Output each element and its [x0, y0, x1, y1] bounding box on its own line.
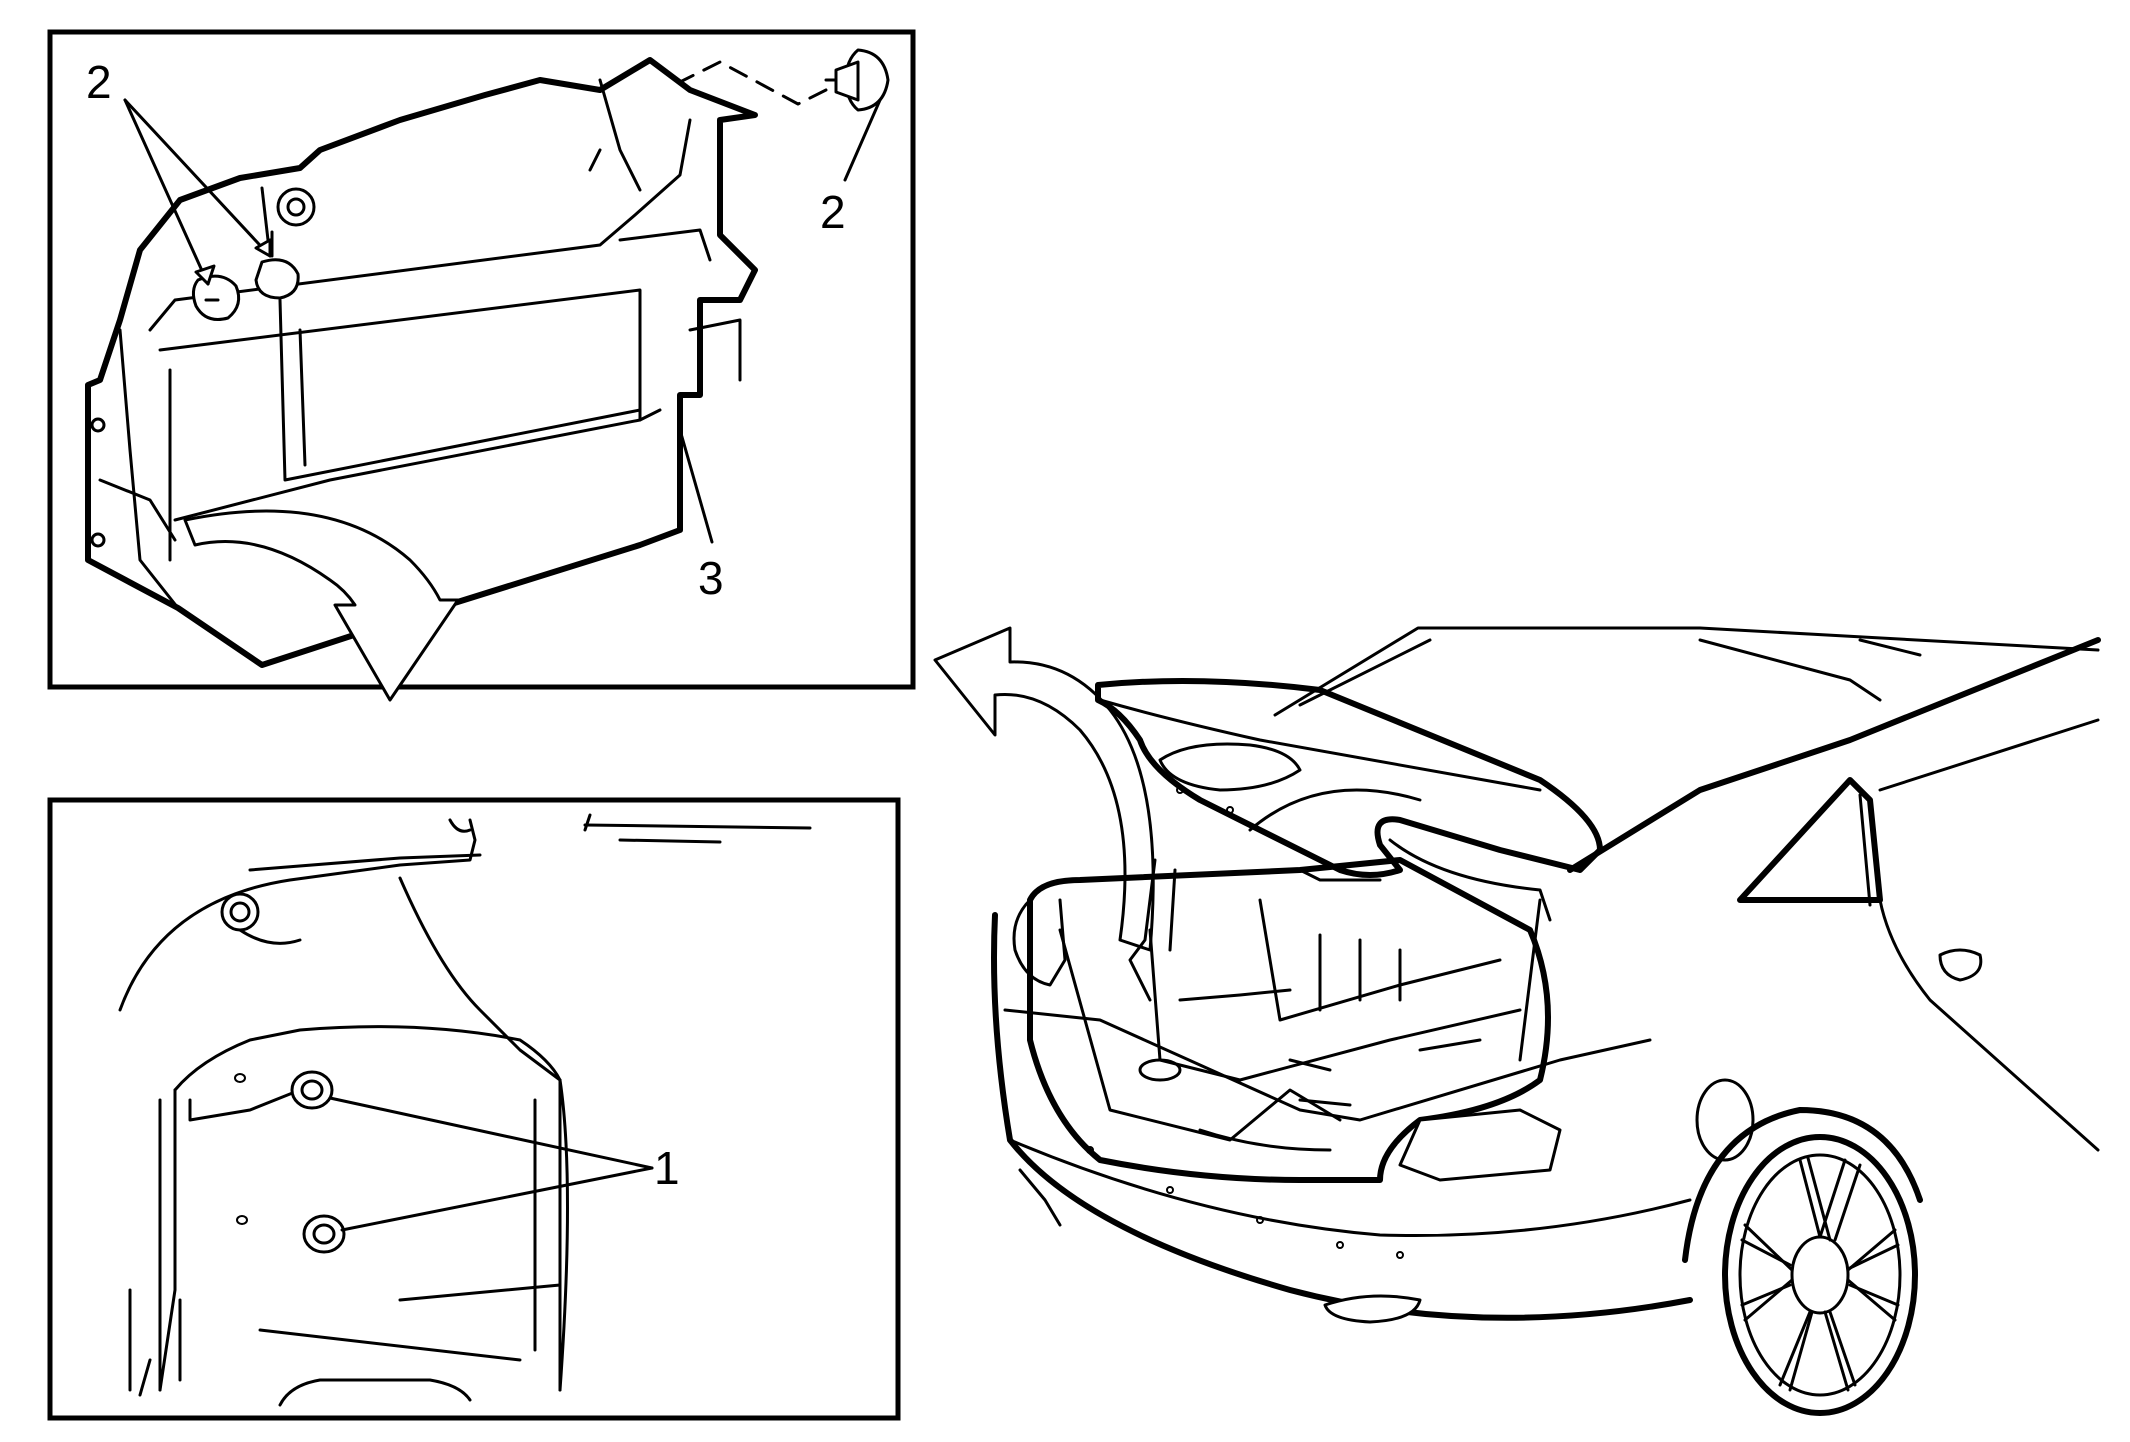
- flow-arrow-down: [183, 509, 460, 702]
- callout-2-right: 2: [820, 186, 846, 238]
- install-path-dashed: [678, 60, 828, 106]
- callout-2-leader-b: [123, 98, 272, 258]
- retainer-inset: 1: [47, 797, 901, 1421]
- trunk-inner-wall: [118, 813, 812, 1407]
- trunk-side-trim-panel: [85, 57, 758, 668]
- rear-wheel: [1682, 1107, 1923, 1416]
- callout-2-right-leader: [843, 98, 882, 182]
- callout-1: 1: [654, 1142, 680, 1194]
- callout-3: 3: [698, 552, 724, 604]
- retainer-inset-frame: [47, 797, 901, 1421]
- callout-1-leader-b: [340, 1166, 654, 1232]
- vehicle-rear-view: [991, 626, 2101, 1416]
- fastener-top-right: [824, 48, 890, 112]
- fastener-left-b: [254, 186, 300, 300]
- callout-3-leader: [678, 428, 714, 544]
- panel-inset: 2 2 3: [47, 29, 916, 690]
- fastener-left-a: [191, 274, 241, 321]
- arrowhead-b: [254, 238, 272, 258]
- callout-2-leader-a: [123, 98, 210, 286]
- flow-arrow-up: [933, 626, 1155, 952]
- callout-1-leader-a: [328, 1096, 654, 1170]
- arrowhead-a: [194, 264, 216, 286]
- retainer-upper: [234, 1070, 334, 1110]
- retainer-lower: [236, 1214, 346, 1254]
- panel-inset-frame: [47, 29, 916, 690]
- callout-2-left: 2: [86, 56, 112, 108]
